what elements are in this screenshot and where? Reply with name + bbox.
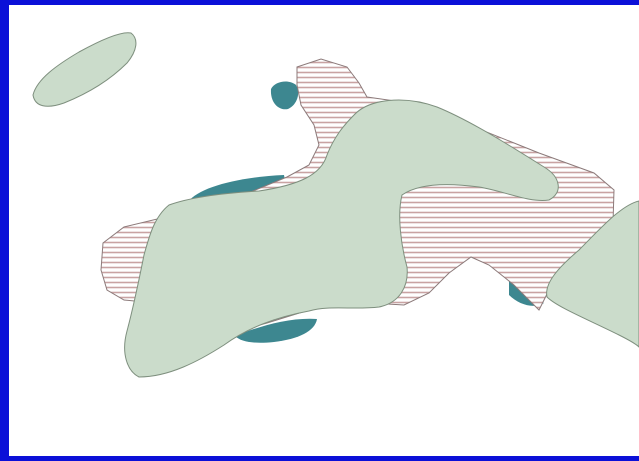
teal-region-south — [235, 318, 317, 343]
green-island-northwest — [32, 32, 137, 107]
green-region-east — [546, 200, 639, 348]
teal-region-north — [270, 81, 299, 110]
green-region-main — [124, 99, 559, 378]
map-canvas — [32, 32, 639, 378]
